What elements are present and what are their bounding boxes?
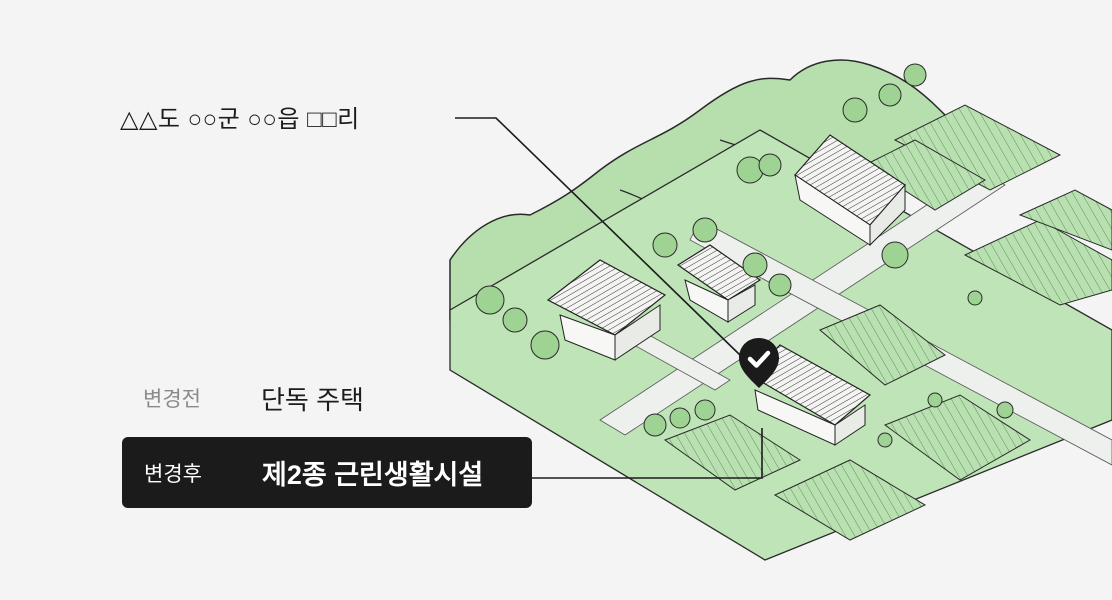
- house-middle: [676, 244, 762, 323]
- location-pin-check-icon: [739, 338, 779, 388]
- before-change-row: 변경전 단독 주택: [143, 378, 364, 418]
- trees: [475, 63, 1014, 448]
- after-value: 제2종 근린생활시설: [262, 460, 484, 490]
- after-label: 변경후: [144, 462, 202, 486]
- house-top: [794, 134, 906, 247]
- leader-lines: [455, 117, 763, 479]
- crop-fields: [663, 104, 1112, 541]
- house-selected: [749, 344, 872, 446]
- before-label: 변경전: [143, 388, 201, 411]
- before-value: 단독 주택: [261, 384, 364, 415]
- after-change-box: 변경후 제2종 근린생활시설: [122, 437, 532, 508]
- house-left: [546, 259, 667, 361]
- check-icon: [747, 350, 771, 368]
- address-label: △△도 ○○군 ○○읍 □□리: [120, 106, 360, 133]
